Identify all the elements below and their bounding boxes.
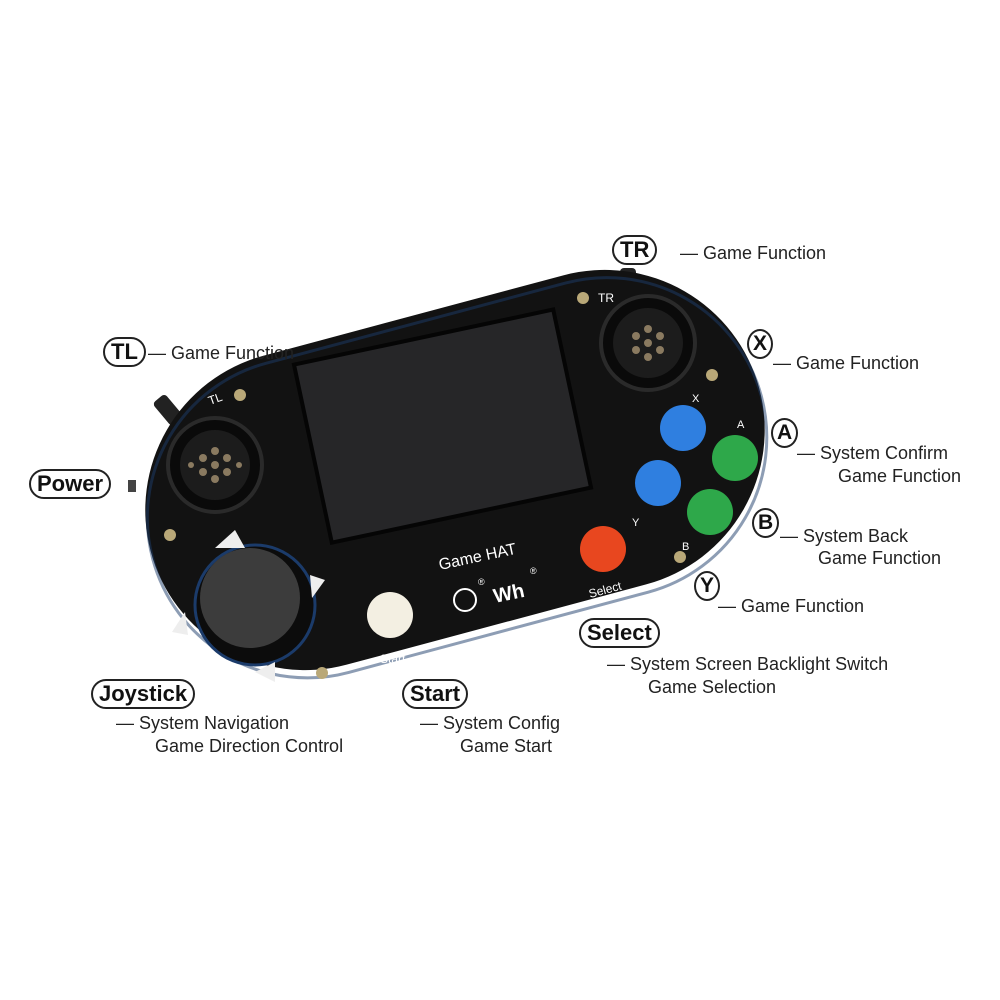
start-button[interactable]	[367, 592, 413, 638]
b-button[interactable]	[687, 489, 733, 535]
callout-select-line1: — System Screen Backlight Switch	[607, 654, 889, 674]
callout-y-line1: — Game Function	[718, 596, 865, 616]
callout-start-line2: Game Start	[460, 736, 553, 756]
callout-joystick-line2: Game Direction Control	[155, 736, 344, 756]
callout-tr-key: TR	[612, 235, 658, 265]
callout-a-key: A	[771, 418, 799, 448]
registered-mark: ®	[478, 577, 485, 587]
arrow-up-icon	[215, 530, 245, 548]
tr-speaker	[599, 294, 697, 392]
callout-y-key: Y	[694, 571, 721, 601]
printed-a: A	[737, 419, 745, 431]
printed-start: Start	[380, 652, 406, 666]
x-button[interactable]	[660, 405, 706, 451]
callout-tl-key: TL	[103, 337, 146, 367]
tl-speaker	[166, 416, 264, 514]
callout-power-key: Power	[29, 469, 112, 499]
callout-joystick-key: Joystick	[91, 679, 196, 709]
callout-joystick-line1: — System Navigation	[116, 713, 290, 733]
printed-x: X	[692, 393, 700, 405]
printed-tl: TL	[206, 390, 224, 408]
registered-mark-2: ®	[530, 566, 537, 576]
printed-b: B	[682, 541, 689, 553]
callout-a-line2: Game Function	[838, 466, 962, 486]
printed-y: Y	[632, 517, 640, 529]
arrow-down-icon	[255, 662, 275, 682]
screws	[164, 292, 718, 679]
callout-tr-line1: — Game Function	[680, 243, 827, 263]
callout-x-line1: — Game Function	[773, 353, 920, 373]
callout-tl-line1: — Game Function	[148, 343, 295, 363]
joystick[interactable]	[172, 530, 325, 682]
a-button[interactable]	[712, 435, 758, 481]
printed-tr: TR	[598, 291, 614, 305]
callout-b-line2: Game Function	[818, 548, 942, 568]
callout-select-key: Select	[579, 618, 660, 648]
raspberry-logo-icon	[453, 588, 477, 612]
select-button[interactable]	[580, 526, 626, 572]
callout-start-line1: — System Config	[420, 713, 561, 733]
callout-b-key: B	[752, 508, 780, 538]
callout-select-line2: Game Selection	[648, 677, 777, 697]
arrow-right-icon	[310, 575, 325, 598]
callout-start-key: Start	[402, 679, 469, 709]
device-edge	[145, 276, 769, 680]
callout-a-line1: — System Confirm	[797, 443, 949, 463]
power-switch[interactable]	[128, 480, 136, 492]
y-button[interactable]	[635, 460, 681, 506]
arrow-left-icon	[172, 612, 188, 635]
callout-x-key: X	[747, 329, 774, 359]
callout-b-line1: — System Back	[780, 526, 909, 546]
lcd-screen	[291, 307, 594, 546]
